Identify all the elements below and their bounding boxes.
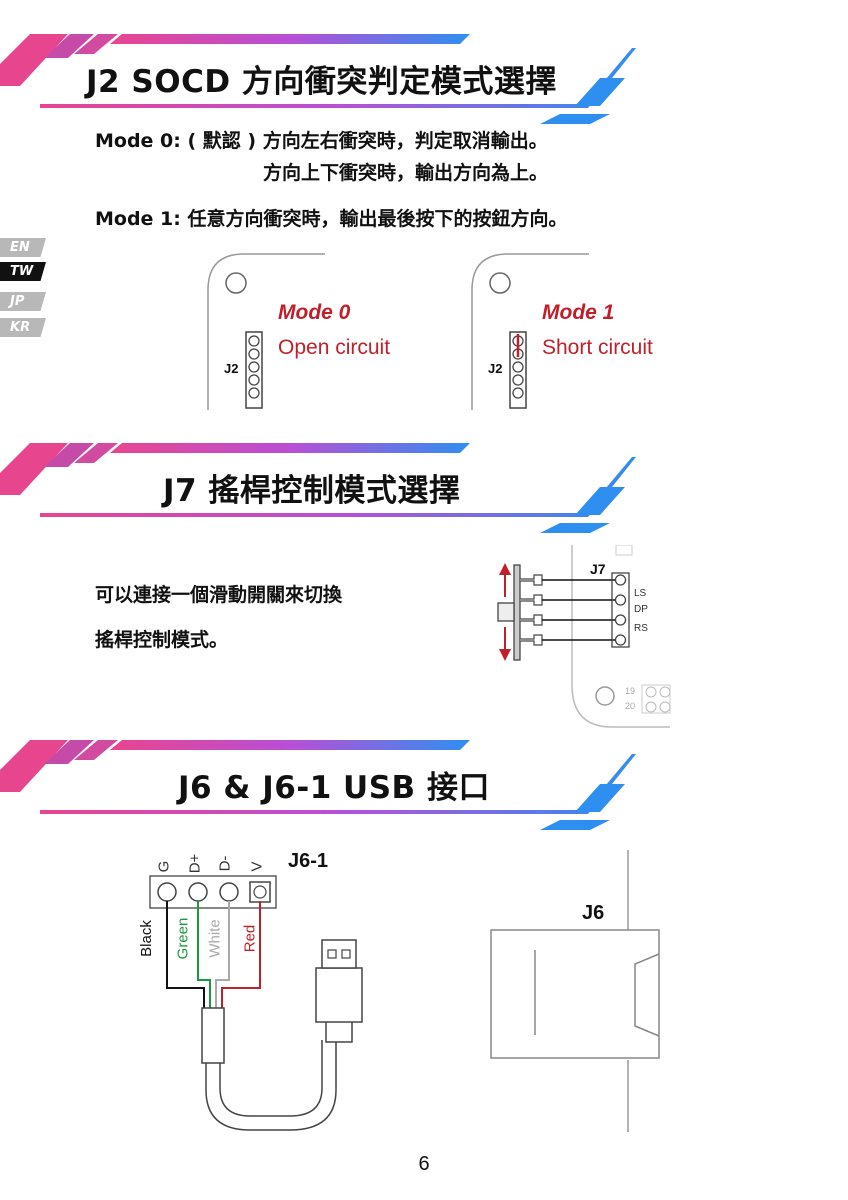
wire-label-white: White xyxy=(206,919,224,958)
tab-tw[interactable]: TW xyxy=(0,262,46,281)
j7-pin-rs: RS xyxy=(634,623,648,634)
j2-mode1-diagram xyxy=(471,253,589,410)
section-banner-j7: J7 搖桿控制模式選擇 xyxy=(0,443,660,533)
section-banner-j2: J2 SOCD 方向衝突判定模式選擇 xyxy=(0,34,660,124)
mode1-description: Mode 1: 任意方向衝突時，輸出最後按下的按鈕方向。 xyxy=(95,208,568,230)
j7-pin-ls: LS xyxy=(634,588,647,599)
board-number-20: 20 xyxy=(625,701,636,711)
mode1-state: Short circuit xyxy=(542,336,653,359)
mode0-description-2: 方向上下衝突時，輸出方向為上。 xyxy=(263,162,549,184)
tab-jp[interactable]: JP xyxy=(0,292,46,311)
j2-mode0-diagram xyxy=(207,253,325,410)
pin-g: G xyxy=(155,860,173,873)
j7-description-2: 搖桿控制模式。 xyxy=(95,629,229,651)
section-title-j2: J2 SOCD 方向衝突判定模式選擇 xyxy=(86,64,557,100)
section-banner-j6: J6 & J6-1 USB 接口 xyxy=(0,740,660,830)
j7-pin-dp: DP xyxy=(634,604,648,615)
j6-1-connector-label: J6-1 xyxy=(288,850,329,872)
j7-connector-label: J7 xyxy=(590,561,606,577)
j2-label-mode0: J2 xyxy=(224,361,239,376)
mode1-label: Mode 1 xyxy=(542,301,615,324)
j7-description-1: 可以連接一個滑動開關來切換 xyxy=(95,584,343,606)
tab-kr[interactable]: KR xyxy=(0,318,46,337)
wire-label-red: Red xyxy=(241,924,259,953)
j2-label-mode1: J2 xyxy=(488,361,503,376)
wire-label-black: Black xyxy=(137,920,155,957)
pin-d-plus: D+ xyxy=(186,853,204,874)
section-title-j7: J7 搖桿控制模式選擇 xyxy=(163,473,461,509)
mode0-label: Mode 0 xyxy=(278,301,351,324)
board-number-19: 19 xyxy=(625,686,636,696)
j7-diagram xyxy=(497,545,671,728)
j6-usb-port-diagram xyxy=(490,850,660,1132)
wire-label-green: Green xyxy=(174,917,192,960)
mode0-state: Open circuit xyxy=(278,336,391,359)
j6-1-usb-cable-diagram xyxy=(149,875,363,1131)
pin-v: V xyxy=(248,861,266,872)
banner-graphic xyxy=(0,443,636,533)
page-number: 6 xyxy=(418,1153,430,1175)
j6-connector-label: J6 xyxy=(582,902,605,924)
mode0-description: Mode 0: ( 默認 ) 方向左右衝突時，判定取消輸出。 xyxy=(95,130,548,152)
section-title-j6: J6 & J6-1 USB 接口 xyxy=(178,770,490,806)
banner-graphic xyxy=(0,34,636,124)
pin-d-minus: D- xyxy=(216,855,234,872)
tab-en[interactable]: EN xyxy=(0,238,46,257)
banner-graphic xyxy=(0,740,636,830)
